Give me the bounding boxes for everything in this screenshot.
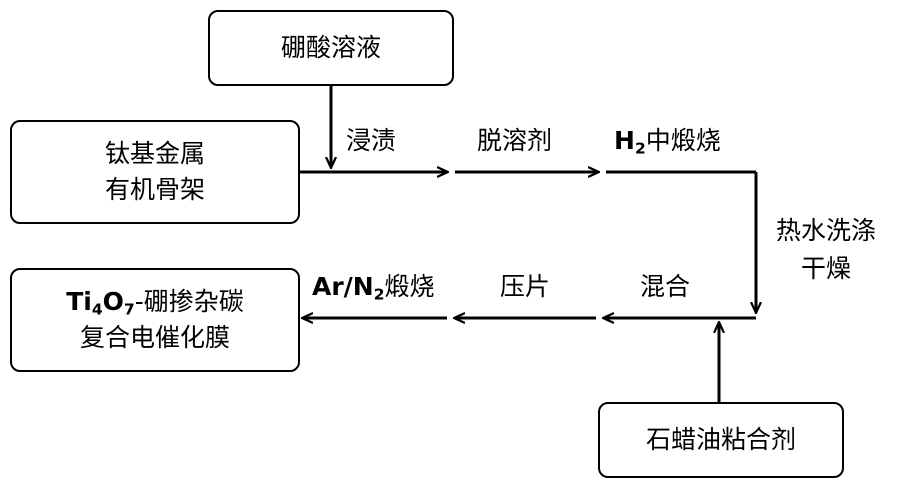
- h2-calcination-text: 中煅烧: [646, 126, 721, 155]
- step-pressing: 压片: [500, 272, 550, 302]
- ar-n2-formula: Ar/N: [312, 272, 374, 301]
- hot-wash-line1: 热水洗涤: [776, 212, 876, 250]
- hot-wash-line2: 干燥: [776, 250, 876, 288]
- ar-calcination-text: 煅烧: [385, 272, 435, 301]
- step-impregnation: 浸渍: [346, 126, 396, 156]
- step-mixing: 混合: [640, 272, 690, 302]
- ar-n2-formula-sub: 2: [374, 286, 385, 304]
- h2-formula-sub: 2: [635, 140, 646, 158]
- step-h2-calcination: H2中煅烧: [614, 126, 721, 156]
- step-desolvation: 脱溶剂: [477, 126, 552, 156]
- step-hot-wash-dry: 热水洗涤 干燥: [776, 212, 876, 288]
- h2-formula: H: [614, 126, 635, 155]
- step-ar-calcination: Ar/N2煅烧: [312, 272, 435, 302]
